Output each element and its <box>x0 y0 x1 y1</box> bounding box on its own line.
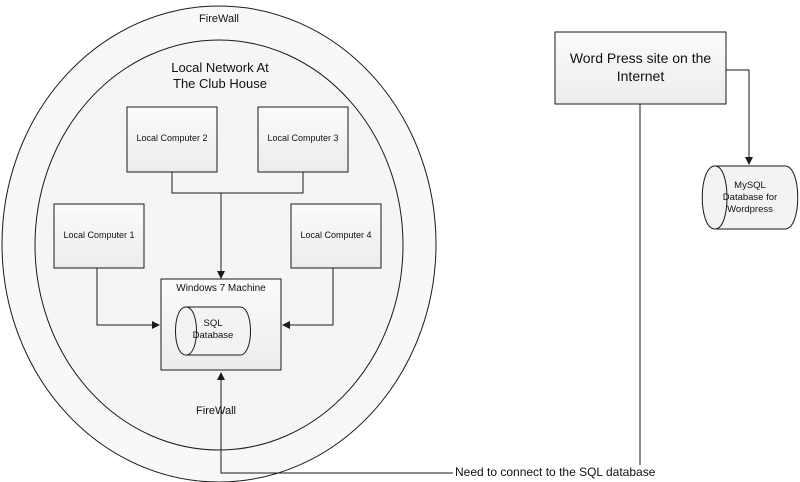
sql-database-shape <box>175 306 251 356</box>
mysql-database-label: MySQL Database for Wordpress <box>705 180 795 216</box>
sql-database-label-line1: SQL <box>203 318 223 329</box>
connection-note-background <box>453 465 670 481</box>
connector-computer2 <box>171 172 221 194</box>
mysql-database-shape <box>701 165 799 230</box>
mysql-database-label-line2: Database for <box>722 191 778 203</box>
arrow-wordpress-to-mysql <box>726 69 753 165</box>
connector-wordpress-to-sql <box>217 104 641 474</box>
local-computer-4-box <box>290 203 382 269</box>
local-computer-1-label: Local Computer 1 <box>63 230 135 240</box>
sql-database-shape-edge <box>185 306 197 356</box>
sql-database-label-line2: Database <box>192 329 234 341</box>
mysql-database-shape-edge <box>714 165 728 230</box>
local-network-label: Local Network At The Club House <box>130 60 310 93</box>
wordpress-site-label-line1: Word Press site on the <box>569 50 712 66</box>
local-computer-2-label: Local Computer 2 <box>136 133 208 143</box>
mysql-database-label-line1: MySQL <box>734 180 766 191</box>
local-computer-2-box <box>126 106 218 173</box>
local-network-label-line2: The Club House <box>173 76 267 92</box>
sql-database-label: SQL Database <box>180 318 246 342</box>
local-computer-3-label: Local Computer 3 <box>267 133 339 143</box>
mysql-database-label-line3: Wordpress <box>727 203 773 215</box>
local-computer-1-box <box>53 203 145 269</box>
firewall-bottom-label: FireWall <box>196 405 236 417</box>
arrow-computer1-to-sql <box>96 268 160 329</box>
local-computer-4-label: Local Computer 4 <box>300 230 372 240</box>
firewall-top-label: FireWall <box>199 13 239 25</box>
windows-7-machine-label: Windows 7 Machine <box>176 283 266 294</box>
wordpress-site-label: Word Press site on the Internet <box>555 50 726 85</box>
connection-note-label: Need to connect to the SQL database <box>455 465 656 479</box>
arrow-computer4-to-sql <box>282 268 334 329</box>
wordpress-site-label-line2: Internet <box>616 67 665 84</box>
local-network-label-line1: Local Network At <box>171 60 269 75</box>
connector-computer3 <box>221 172 304 194</box>
local-computer-3-box <box>257 106 349 173</box>
wordpress-site-box <box>554 31 727 105</box>
